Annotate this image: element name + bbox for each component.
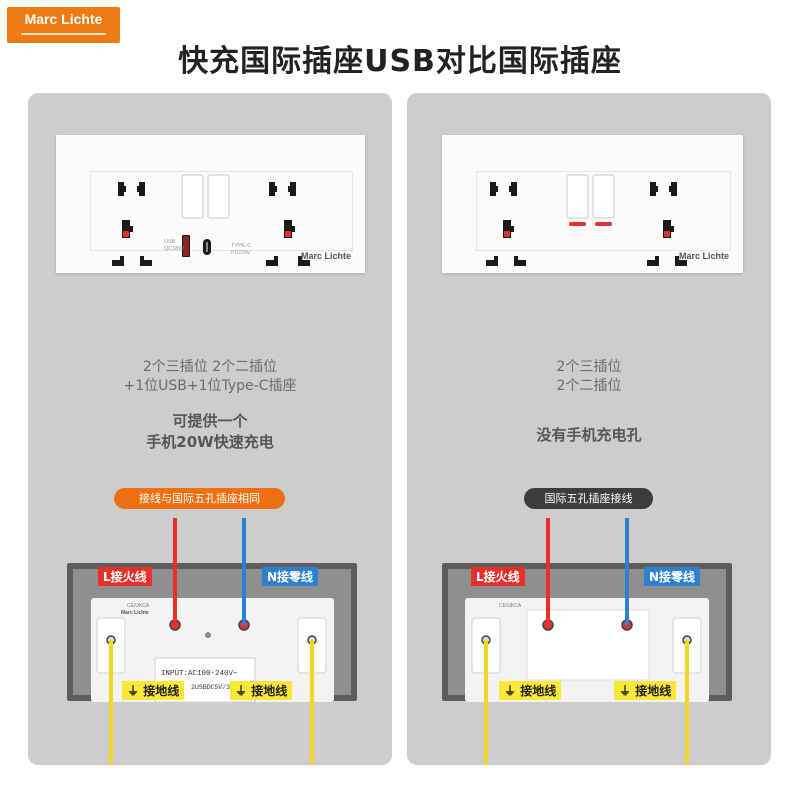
output-rating: 2USBDC5V/3 bbox=[191, 684, 231, 691]
typec-port-label: TYPE-C PD20W bbox=[231, 243, 251, 257]
socket-hole bbox=[118, 182, 126, 196]
socket-face-drawing bbox=[112, 174, 310, 266]
socket-panel-usb: USB QC18W TYPE-C PD20W Marc Lichte bbox=[56, 135, 365, 273]
ground-wire-label-right: ⏚ 接地线 bbox=[614, 681, 677, 700]
panel-frame bbox=[90, 171, 353, 251]
comparison-card-usb: USB QC18W TYPE-C PD20W Marc Lichte 2个三插位… bbox=[28, 93, 392, 765]
wiring-badge: 接线与国际五孔插座相同 bbox=[114, 488, 285, 509]
ground-label-text: 接地线 bbox=[143, 684, 180, 698]
live-wire-label: L接火线 bbox=[98, 567, 152, 586]
socket-face-drawing bbox=[486, 174, 687, 266]
cert-label: CE/UKCA bbox=[499, 603, 522, 609]
desc-line: 2个二插位 bbox=[556, 378, 622, 394]
comparison-card-standard: Marc Lichte 2个三插位 2个二插位 没有手机充电孔 国际五孔插座接线… bbox=[407, 93, 771, 765]
highlight-line: 没有手机充电孔 bbox=[536, 426, 642, 444]
page-title: 快充国际插座USB对比国际插座 bbox=[178, 44, 622, 79]
live-wire-label: L接火线 bbox=[471, 567, 525, 586]
wiring-diagram-usb: L接火线 N接零线 CE/UKCA Marc Lichte INPUT:AC10… bbox=[28, 518, 392, 765]
ground-wire-label-left: ⏚ 接地线 bbox=[122, 681, 185, 700]
ground-label-text: 接地线 bbox=[635, 684, 672, 698]
socket-panel-standard: Marc Lichte bbox=[442, 135, 743, 273]
logo-underline bbox=[21, 33, 106, 35]
wiring-drawing bbox=[442, 518, 732, 765]
panel-brand: Marc Lichte bbox=[678, 251, 729, 261]
typec-label-line: PD20W bbox=[231, 250, 250, 256]
ground-wire-label-left: ⏚ 接地线 bbox=[499, 681, 562, 700]
cert-label: CE/UKCA bbox=[127, 603, 150, 609]
wiring-brand: Marc Lichte bbox=[121, 610, 149, 616]
socket-description: 2个三插位 2个二插位 +1位USB+1位Type-C插座 bbox=[28, 358, 392, 396]
socket-description: 2个三插位 2个二插位 bbox=[407, 358, 771, 396]
usb-label-line: QC18W bbox=[164, 246, 184, 252]
desc-line: +1位USB+1位Type-C插座 bbox=[123, 378, 297, 394]
input-rating: INPUT:AC100-240V~ bbox=[161, 670, 238, 678]
wiring-drawing bbox=[67, 518, 357, 765]
ground-label-text: 接地线 bbox=[251, 684, 288, 698]
panel-frame bbox=[476, 171, 731, 251]
highlight-line: 手机20W快速充电 bbox=[146, 433, 274, 451]
socket-hole bbox=[137, 182, 145, 196]
ground-label-text: 接地线 bbox=[520, 684, 557, 698]
wiring-diagram-standard: L接火线 N接零线 CE/UKCA ⏚ 接地线 ⏚ 接地线 bbox=[407, 518, 771, 765]
logo-text: Marc Lichte bbox=[24, 11, 103, 27]
usb-label-line: USB bbox=[164, 239, 176, 245]
ground-wire-label-right: ⏚ 接地线 bbox=[230, 681, 293, 700]
no-charging-highlight: 没有手机充电孔 bbox=[407, 425, 771, 446]
desc-line: 2个三插位 bbox=[556, 359, 622, 375]
wiring-badge: 国际五孔插座接线 bbox=[524, 488, 653, 509]
neutral-wire-label: N接零线 bbox=[644, 567, 701, 586]
panel-brand: Marc Lichte bbox=[300, 251, 351, 261]
highlight-line: 可提供一个 bbox=[172, 412, 248, 430]
brand-logo: Marc Lichte bbox=[7, 7, 120, 43]
usb-port-label: USB QC18W bbox=[164, 239, 184, 253]
neutral-wire-label: N接零线 bbox=[262, 567, 319, 586]
typec-label-line: TYPE-C bbox=[231, 243, 252, 249]
fast-charge-highlight: 可提供一个 手机20W快速充电 bbox=[28, 411, 392, 453]
desc-line: 2个三插位 2个二插位 bbox=[142, 359, 278, 375]
